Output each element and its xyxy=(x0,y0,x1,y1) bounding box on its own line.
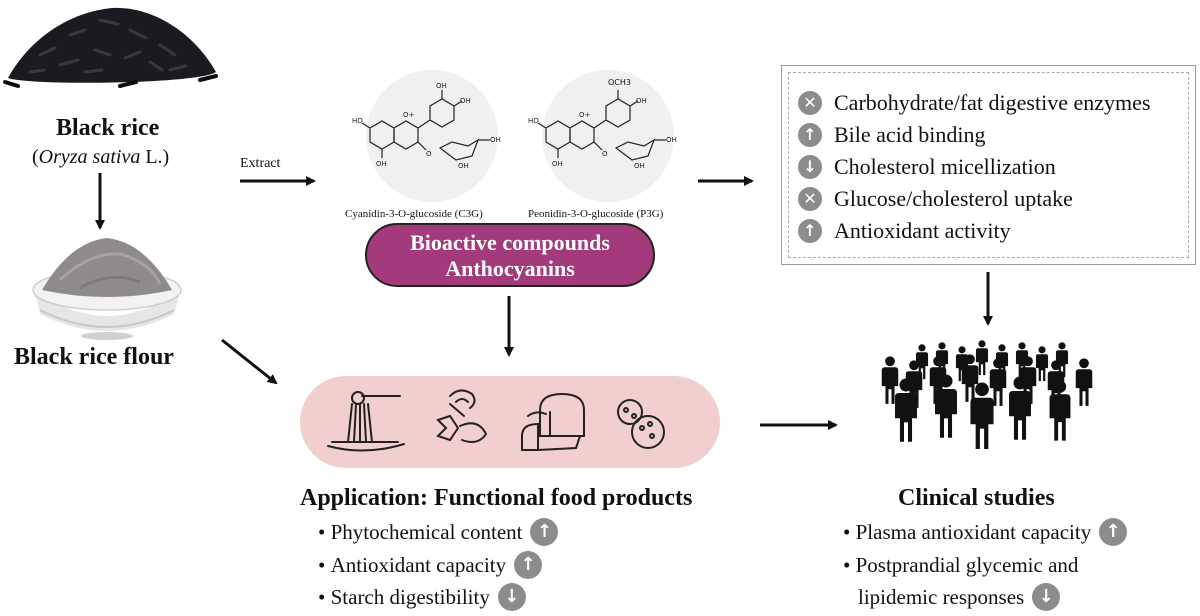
bullet-dot: • xyxy=(843,519,856,544)
clinical-item-label: Plasma antioxidant capacity xyxy=(855,519,1092,544)
application-item: • Phytochemical content ↑ xyxy=(318,517,559,547)
person-silhouette xyxy=(1035,346,1049,382)
effect-label: Cholesterol micellization xyxy=(834,154,1056,179)
effect-row: ✕ Glucose/cholesterol uptake xyxy=(798,184,1073,214)
person-silhouette xyxy=(1009,376,1031,440)
effect-row: ↓ Cholesterol micellization xyxy=(798,152,1056,182)
flour-bowl-image xyxy=(32,238,182,340)
bullet-dot: • xyxy=(843,552,856,577)
application-item-label: Phytochemical content xyxy=(330,519,523,544)
increase-arrow-icon: ↑ xyxy=(1099,518,1128,546)
c3g-molecule: OH OH HO OH O+ O OH OH xyxy=(352,70,501,202)
increase-arrow-icon: ↑ xyxy=(514,551,543,579)
arrow-flour-to-food xyxy=(221,338,278,385)
effect-row: ✕ Carbohydrate/fat digestive enzymes xyxy=(798,88,1150,118)
clinical-item-continued: lipidemic responses ↓ xyxy=(858,582,1061,612)
decrease-arrow-icon: ↓ xyxy=(1032,583,1061,611)
species-paren: ( xyxy=(32,146,39,168)
pill-line-1: Bioactive compounds xyxy=(410,230,610,255)
svg-text:OH: OH xyxy=(634,162,645,170)
species-italic: Oryza sativa xyxy=(38,146,141,168)
bullet-dot: • xyxy=(318,519,331,544)
svg-text:HO: HO xyxy=(528,117,539,125)
och3-label: OCH3 xyxy=(608,78,631,87)
bioactive-compounds-pill: Bioactive compounds Anthocyanins xyxy=(365,223,655,287)
person-silhouette xyxy=(989,358,1007,406)
noodles-icon xyxy=(327,391,405,452)
person-silhouette xyxy=(970,382,994,449)
svg-text:OH: OH xyxy=(636,97,647,105)
svg-text:OH: OH xyxy=(376,160,387,168)
inhibit-icon: ✕ xyxy=(798,91,822,115)
increase-arrow-icon: ↑ xyxy=(798,219,822,243)
clinical-item: • Plasma antioxidant capacity ↑ xyxy=(843,517,1128,547)
effect-label: Glucose/cholesterol uptake xyxy=(834,186,1073,211)
extract-label: Extract xyxy=(240,156,281,171)
svg-text:O+: O+ xyxy=(403,111,415,119)
bullet-dot: • xyxy=(318,584,331,609)
svg-text:OH: OH xyxy=(490,136,501,144)
svg-text:HO: HO xyxy=(352,117,363,125)
effect-label: Carbohydrate/fat digestive enzymes xyxy=(834,90,1151,115)
pill-line-2: Anthocyanins xyxy=(445,256,575,281)
person-silhouette xyxy=(1075,358,1093,406)
application-item-label: Antioxidant capacity xyxy=(330,552,507,577)
svg-text:O: O xyxy=(426,150,432,158)
svg-text:O+: O+ xyxy=(579,111,591,119)
species-suffix: L.) xyxy=(140,146,170,168)
clinical-item-label: Postprandial glycemic and xyxy=(855,552,1079,577)
flour-title: Black rice flour xyxy=(14,344,174,370)
pasta-icon xyxy=(436,389,488,443)
clinical-item-label: lipidemic responses xyxy=(858,584,1025,609)
inhibit-icon: ✕ xyxy=(798,187,822,211)
person-silhouette xyxy=(1055,342,1069,378)
bread-icon xyxy=(521,392,585,451)
effect-row: ↑ Bile acid binding xyxy=(798,120,986,150)
person-silhouette xyxy=(935,374,957,438)
effects-box: ✕ Carbohydrate/fat digestive enzymes ↑ B… xyxy=(781,65,1196,265)
svg-text:OH: OH xyxy=(666,136,677,144)
black-rice-image xyxy=(3,7,218,88)
clinical-title: Clinical studies xyxy=(898,485,1055,511)
svg-text:O: O xyxy=(602,150,608,158)
black-rice-title: Black rice xyxy=(56,115,160,141)
p3g-caption: Peonidin-3-O-glucoside (P3G) xyxy=(528,208,664,220)
application-item: • Antioxidant capacity ↑ xyxy=(318,550,543,580)
food-icons xyxy=(327,389,665,452)
increase-arrow-icon: ↑ xyxy=(798,123,822,147)
decrease-arrow-icon: ↓ xyxy=(497,583,526,611)
clinical-item: • Postprandial glycemic and xyxy=(843,550,1078,580)
person-silhouette xyxy=(961,354,979,402)
bullet-dot: • xyxy=(318,552,331,577)
application-item: • Starch digestibility ↓ xyxy=(318,582,526,612)
svg-text:OH: OH xyxy=(436,82,447,90)
decrease-arrow-icon: ↓ xyxy=(798,155,822,179)
application-title: Application: Functional food products xyxy=(300,485,693,511)
svg-text:OH: OH xyxy=(552,160,563,168)
svg-text:OH: OH xyxy=(460,97,471,105)
people-crowd-icon xyxy=(881,340,1093,449)
species-name: (Oryza sativa L.) xyxy=(32,146,169,169)
c3g-caption: Cyanidin-3-O-glucoside (C3G) xyxy=(345,208,483,220)
effect-label: Bile acid binding xyxy=(834,122,986,147)
person-silhouette xyxy=(895,378,917,442)
person-silhouette xyxy=(975,340,989,376)
increase-arrow-icon: ↑ xyxy=(530,518,559,546)
cookies-icon xyxy=(617,399,665,449)
effect-label: Antioxidant activity xyxy=(834,218,1011,243)
person-silhouette xyxy=(1049,380,1071,441)
person-silhouette xyxy=(881,356,899,404)
application-item-label: Starch digestibility xyxy=(330,584,490,609)
svg-text:OH: OH xyxy=(458,162,469,170)
effect-row: ↑ Antioxidant activity xyxy=(798,216,1011,246)
p3g-molecule: OH HO OH O+ O OH OH xyxy=(528,70,677,202)
